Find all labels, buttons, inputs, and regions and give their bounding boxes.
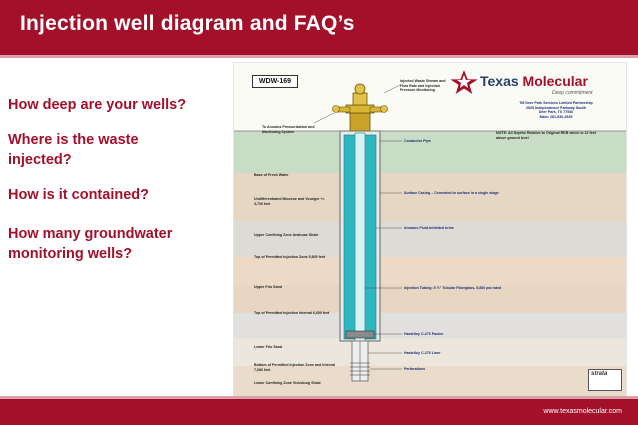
company-logo-text: Texas Molecular xyxy=(480,73,588,89)
company-line: Main: 281-930-2525 xyxy=(539,114,573,119)
label-upper-frio: Upper Frio Sand xyxy=(254,285,282,289)
layer-upper-frio xyxy=(234,285,626,313)
question-monitoring-wells: How many groundwater monitoring wells? xyxy=(8,226,173,262)
strata-logo-text: strata xyxy=(591,371,608,377)
label-lower-confining-zone: Lower Confining Zone Vicksburg Shale xyxy=(254,381,321,385)
label-injection-tubing: Injection Tubing: 5 ½" Tubular Fiberglas… xyxy=(404,286,502,290)
label-top-injection-zone: Top of Permitted Injection Zone 5,800 fe… xyxy=(254,255,326,259)
layer-lower-confining xyxy=(234,366,626,396)
label-conductor-pipe: Conductor Pipe xyxy=(404,139,431,143)
wellhead-label-left: To Annulus Pressurization and Monitoring… xyxy=(262,125,315,134)
footer-divider xyxy=(0,396,638,399)
layer-injection-zone-top xyxy=(234,257,626,285)
label-annulus-fluid: Annulus Fluid-Inhibited brine xyxy=(404,226,454,230)
label-perforations: Perforations xyxy=(404,367,426,371)
question-containment: How is it contained? xyxy=(8,187,149,203)
label-lower-frio: Lower Frio Sand xyxy=(254,345,283,349)
strata-logo: strata xyxy=(588,369,622,391)
layer-upper-confining xyxy=(234,221,626,257)
label-miocene: Undifferentiated Miocene and Younger +/-… xyxy=(254,197,325,206)
company-line: TM Deer Park Services Limited Partnershi… xyxy=(519,101,593,105)
logo-name-part2: Molecular xyxy=(522,73,588,89)
company-address-block: TM Deer Park Services Limited Partnershi… xyxy=(496,101,616,119)
footer-url: www.texasmolecular.com xyxy=(543,408,622,415)
company-line: Deer Park, TX 77536 xyxy=(538,110,574,115)
label-top-injection-interval: Top of Permitted Injection Interval 6,65… xyxy=(254,311,330,315)
label-base-fresh-water: Base of Fresh Water xyxy=(254,173,289,177)
label-bottom-injection-zone: Bottom of Permitted Injection Zone and I… xyxy=(254,363,336,372)
label-upper-confining-zone: Upper Confining Zone Anahuac Shale xyxy=(254,233,319,237)
company-line: 2525 Independence Parkway South xyxy=(526,105,586,110)
layer-miocene xyxy=(234,173,626,221)
question-injection-location: Where is the waste injected? xyxy=(8,132,139,168)
well-id-box: WDW-169 xyxy=(252,75,298,88)
title-bar: Injection well diagram and FAQ’s xyxy=(0,0,638,55)
header-divider xyxy=(0,55,638,58)
layer-fresh-water xyxy=(234,131,626,173)
layer-injection-interval xyxy=(234,313,626,338)
footer-bar: www.texasmolecular.com xyxy=(0,399,638,425)
depth-note: NOTE: All Depths Relative to Original RK… xyxy=(496,131,596,140)
question-depth: How deep are your wells? xyxy=(8,97,187,113)
wellhead-label-right: Injected Waste Stream and Flow Rate and … xyxy=(400,79,446,92)
injection-well-diagram: WDW-169 Texas Molecular Deep commitment … xyxy=(233,62,627,397)
logo-name-part1: Texas xyxy=(480,73,523,89)
logo-tagline: Deep commitment xyxy=(552,90,593,96)
label-packer: Hastelloy C-276 Packer xyxy=(404,332,444,336)
well-bore-graphic xyxy=(234,67,626,382)
label-liner: Hastelloy C-276 Liner xyxy=(404,351,441,355)
label-surface-casing: Surface Casing – Cemented to surface in … xyxy=(404,191,499,195)
slide-title: Injection well diagram and FAQ’s xyxy=(20,12,355,35)
layer-lower-frio xyxy=(234,338,626,366)
